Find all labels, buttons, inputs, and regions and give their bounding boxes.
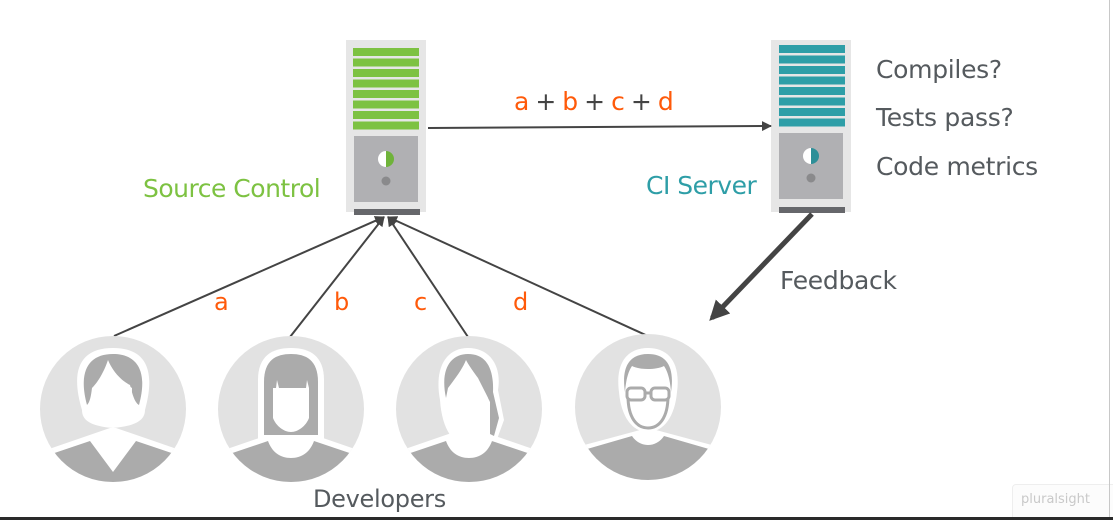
term-b: b bbox=[562, 87, 579, 116]
vent-slot bbox=[353, 90, 419, 98]
vent-slot bbox=[779, 118, 845, 127]
watermark-text: pluralsight bbox=[1021, 492, 1090, 507]
ci-server-label: CI Server bbox=[646, 171, 757, 200]
vent-slot bbox=[353, 58, 419, 67]
vent-slot bbox=[779, 108, 845, 116]
change-label-b: b bbox=[334, 288, 350, 316]
change-label-c: c bbox=[414, 288, 428, 316]
server-vent-slots bbox=[353, 48, 419, 130]
server-led bbox=[381, 176, 391, 186]
server-panel bbox=[354, 136, 418, 202]
vent-slot bbox=[779, 66, 845, 74]
term-d: d bbox=[657, 87, 674, 116]
vent-slot bbox=[779, 55, 845, 64]
power-indicator-icon bbox=[378, 151, 394, 167]
vent-slot bbox=[353, 100, 419, 109]
developer-avatar-c bbox=[396, 336, 542, 482]
source-control-label: Source Control bbox=[143, 174, 321, 203]
feedback-label: Feedback bbox=[780, 266, 897, 295]
power-indicator-icon bbox=[803, 148, 819, 164]
change-label-d: d bbox=[513, 288, 529, 316]
developer-avatar-a bbox=[40, 336, 186, 482]
check-code-metrics: Code metrics bbox=[876, 152, 1038, 181]
ci-server bbox=[771, 40, 851, 213]
vent-slot bbox=[779, 76, 845, 85]
vent-slot bbox=[353, 69, 419, 77]
server-vent-slots bbox=[779, 45, 845, 127]
feedback-arrow bbox=[709, 212, 814, 321]
developer-avatar-b bbox=[218, 336, 364, 482]
server-panel bbox=[779, 133, 843, 199]
check-compiles: Compiles? bbox=[876, 55, 1002, 84]
term-a: a bbox=[514, 87, 530, 116]
commit-arrow-b bbox=[289, 216, 385, 338]
commit-arrow-a bbox=[113, 216, 385, 337]
plus-operator: + bbox=[584, 87, 606, 116]
server-base bbox=[779, 207, 845, 213]
vent-slot bbox=[779, 87, 845, 95]
pluralsight-watermark: pluralsight bbox=[1012, 484, 1113, 518]
vent-slot bbox=[353, 111, 419, 119]
slide-bottom-border bbox=[0, 517, 1113, 520]
integration-formula: a+b+c+d bbox=[514, 89, 674, 114]
glasses-icon bbox=[625, 386, 647, 402]
developer-avatar-d bbox=[575, 334, 721, 480]
plus-operator: + bbox=[630, 87, 652, 116]
server-led bbox=[806, 173, 816, 183]
integration-arrow bbox=[427, 121, 772, 132]
vent-slot bbox=[779, 45, 845, 53]
vent-slot bbox=[353, 79, 419, 88]
plus-operator: + bbox=[535, 87, 557, 116]
slide-edge bbox=[1109, 0, 1110, 520]
check-tests-pass: Tests pass? bbox=[876, 103, 1014, 132]
change-label-a: a bbox=[214, 288, 229, 316]
developers-label: Developers bbox=[313, 485, 446, 513]
source-control-server bbox=[346, 40, 426, 215]
vent-slot bbox=[353, 48, 419, 56]
vent-slot bbox=[779, 97, 845, 106]
commit-arrow-c bbox=[387, 216, 469, 338]
term-c: c bbox=[611, 87, 625, 116]
server-base bbox=[354, 209, 420, 215]
commit-arrow-d bbox=[387, 216, 651, 338]
vent-slot bbox=[353, 121, 419, 130]
